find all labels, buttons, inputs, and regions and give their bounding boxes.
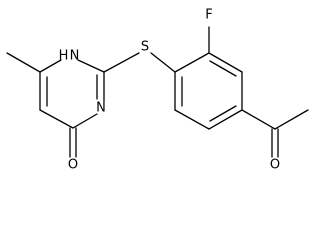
bond-c5p-c6p xyxy=(174,109,210,130)
atom-label-nh: H N xyxy=(59,49,80,64)
chemical-structure-diagram: H N N O S F O xyxy=(6,8,309,173)
atom-label-o-acetyl: O xyxy=(270,158,280,173)
bond-c1p-c2p xyxy=(174,52,210,73)
atom-label-n3: N xyxy=(96,101,106,116)
bond-c4-c5 xyxy=(39,109,74,129)
bond-n3-c4 xyxy=(72,113,98,129)
bond-c2p-c3p-inner xyxy=(209,60,237,77)
atom-label-s: S xyxy=(141,40,149,55)
bond-s-c1prime xyxy=(150,52,176,73)
atom-label-f: F xyxy=(205,8,212,23)
bond-n1-c2 xyxy=(77,59,105,73)
bond-c2-s xyxy=(103,52,140,73)
bond-c2p-c3p xyxy=(208,52,243,73)
bond-c4p-carbonyl xyxy=(241,109,276,130)
atom-label-o4: O xyxy=(68,158,78,173)
bond-carbonyl-methyl xyxy=(274,109,309,130)
bond-c4p-c5p xyxy=(208,109,243,130)
bond-methyl-c6 xyxy=(6,52,41,73)
bond-c6-n1 xyxy=(39,59,62,73)
bond-c4p-c5p-inner xyxy=(209,105,237,122)
